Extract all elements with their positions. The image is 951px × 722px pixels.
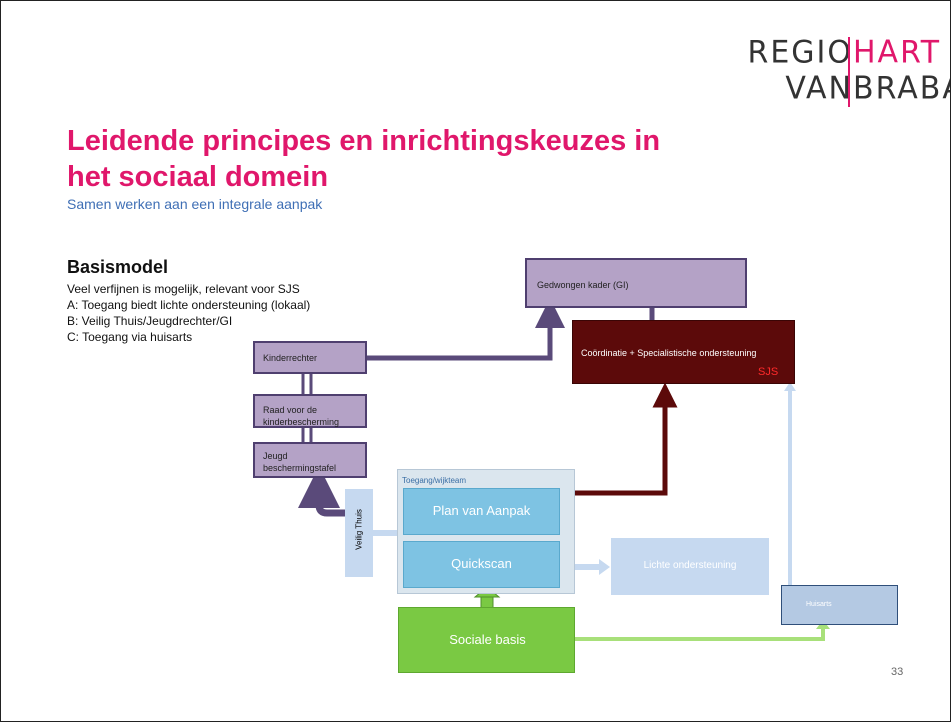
connector-sociale-huisarts [575, 627, 825, 641]
coordinatie-box: Coördinatie + Specialistische ondersteun… [572, 320, 795, 384]
jeugd-box: Jeugd beschermingstafel [253, 442, 367, 478]
kinderrechter-label: Kinderrechter [263, 353, 318, 363]
gedwongen-kader-box: Gedwongen kader (GI) [525, 258, 747, 308]
logo-hart: HART [853, 34, 942, 71]
basismodel-line: C: Toegang via huisarts [67, 330, 193, 344]
plan-van-aanpak-label: Plan van Aanpak [432, 503, 531, 518]
jeugd-label: Jeugd beschermingstafel [263, 451, 337, 473]
raad-box: Raad voor de kinderbescherming [253, 394, 367, 428]
sjs-label: SJS [758, 366, 779, 378]
coordinatie-label: Coördinatie + Specialistische ondersteun… [581, 348, 757, 358]
toegang-label: Toegang/wijkteam [402, 476, 467, 485]
huisarts-box: Huisarts [781, 585, 898, 625]
quickscan-box: Quickscan [403, 541, 560, 588]
quickscan-label: Quickscan [451, 556, 512, 571]
logo-van: VAN [785, 70, 853, 107]
connector-plan-coordinatie [561, 382, 678, 496]
basismodel-line: A: Toegang biedt lichte ondersteuning (l… [67, 298, 311, 312]
sociale-basis-box: Sociale basis [398, 607, 575, 673]
kinderrechter-box: Kinderrechter [253, 341, 367, 374]
connector-quickscan-lichte-head [599, 559, 610, 575]
basismodel-text: Veel verfijnen is mogelijk, relevant voo… [67, 281, 310, 345]
logo-divider [848, 37, 850, 107]
connector-kinderrechter-gi [363, 298, 565, 361]
huisarts-label: Huisarts [806, 601, 832, 608]
logo-regio: REGIO [747, 34, 853, 71]
lichte-ondersteuning-box: Lichte ondersteuning [611, 538, 769, 595]
page-title: Leidende principes en inrichtingskeuzes … [67, 125, 661, 193]
connector-veiligthuis-jeugd [298, 466, 345, 517]
basismodel-line: Veel verfijnen is mogelijk, relevant voo… [67, 282, 300, 296]
page-number: 33 [891, 666, 904, 678]
basismodel-line: B: Veilig Thuis/Jeugdrechter/GI [67, 314, 233, 328]
plan-van-aanpak-box: Plan van Aanpak [403, 488, 560, 535]
logo-brabant: BRABANT [853, 70, 950, 107]
sociale-basis-label: Sociale basis [449, 632, 526, 647]
page-subtitle: Samen werken aan een integrale aanpak [67, 196, 323, 212]
veilig-thuis-label: Veilig Thuis [354, 509, 364, 550]
basismodel-heading: Basismodel [67, 257, 169, 277]
lichte-ondersteuning-label: Lichte ondersteuning [643, 560, 737, 571]
gedwongen-kader-label: Gedwongen kader (GI) [537, 280, 629, 290]
veilig-thuis-box: Veilig Thuis [345, 489, 373, 577]
raad-label: Raad voor de kinderbescherming [263, 405, 340, 427]
